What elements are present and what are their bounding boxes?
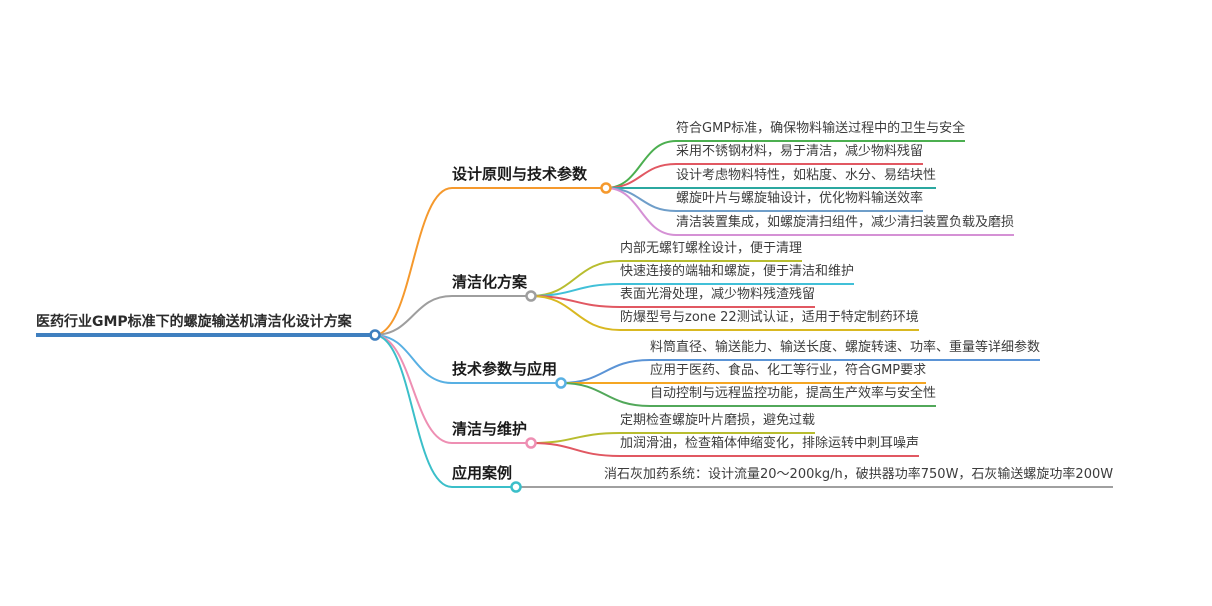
edge-root-branch-cases bbox=[373, 334, 453, 488]
child-node[interactable]: 设计考虑物料特性，如粘度、水分、易结块性 bbox=[676, 167, 937, 189]
branch-node-clean-maintenance[interactable]: 清洁与维护 bbox=[452, 420, 527, 444]
branch1-toggle-circle[interactable] bbox=[525, 290, 537, 302]
child-node[interactable]: 螺旋叶片与螺旋轴设计，优化物料输送效率 bbox=[676, 190, 924, 212]
edge-branch3-child1 bbox=[530, 442, 621, 457]
branch-node-application-cases[interactable]: 应用案例 bbox=[452, 464, 512, 488]
branch-node-cleaning-scheme[interactable]: 清洁化方案 bbox=[452, 273, 527, 297]
child-node[interactable]: 应用于医药、食品、化工等行业，符合GMP要求 bbox=[650, 362, 927, 384]
child-node[interactable]: 清洁装置集成，如螺旋清扫组件，减少清扫装置负载及磨损 bbox=[676, 214, 1015, 236]
edge-branch2-child2 bbox=[560, 382, 651, 407]
branch4-toggle-circle[interactable] bbox=[510, 481, 522, 493]
edge-branch0-child1 bbox=[605, 163, 677, 189]
branch3-toggle-circle[interactable] bbox=[525, 437, 537, 449]
child-node[interactable]: 表面光滑处理，减少物料残渣残留 bbox=[620, 286, 816, 308]
edge-branch0-child3 bbox=[605, 187, 677, 212]
branch2-toggle-circle[interactable] bbox=[555, 377, 567, 389]
edge-root-branch-parameters bbox=[373, 334, 453, 384]
child-node[interactable]: 自动控制与远程监控功能，提高生产效率与安全性 bbox=[650, 385, 937, 407]
child-node[interactable]: 定期检查螺旋叶片磨损，避免过载 bbox=[620, 412, 816, 434]
branch-node-tech-parameters[interactable]: 技术参数与应用 bbox=[452, 360, 557, 384]
child-node[interactable]: 防爆型号与zone 22测试认证，适用于特定制药环境 bbox=[620, 309, 919, 331]
edge-root-branch-cleaning bbox=[373, 295, 453, 336]
child-node[interactable]: 内部无螺钉螺栓设计，便于清理 bbox=[620, 240, 803, 262]
child-node[interactable]: 快速连接的端轴和螺旋，便于清洁和维护 bbox=[620, 263, 855, 285]
branch0-toggle-circle[interactable] bbox=[600, 182, 612, 194]
edge-branch3-child0 bbox=[530, 432, 621, 444]
edge-root-branch-maintenance bbox=[373, 334, 453, 444]
edge-branch0-child4 bbox=[605, 187, 677, 236]
child-node[interactable]: 料筒直径、输送能力、输送长度、螺旋转速、功率、重量等详细参数 bbox=[650, 339, 1041, 361]
child-node[interactable]: 采用不锈钢材料，易于清洁，减少物料残留 bbox=[676, 143, 924, 165]
edge-branch1-child3 bbox=[530, 295, 621, 331]
edge-branch2-child0 bbox=[560, 359, 651, 384]
child-node[interactable]: 符合GMP标准，确保物料输送过程中的卫生与安全 bbox=[676, 120, 966, 142]
edge-root-branch-design bbox=[373, 187, 453, 336]
root-node[interactable]: 医药行业GMP标准下的螺旋输送机清洁化设计方案 bbox=[36, 313, 372, 337]
child-node[interactable]: 消石灰加药系统：设计流量20～200kg/h，破拱器功率750W，石灰输送螺旋功… bbox=[604, 466, 1114, 488]
child-node[interactable]: 加润滑油，检查箱体伸缩变化，排除运转中刺耳噪声 bbox=[620, 435, 920, 457]
branch-node-design-principles[interactable]: 设计原则与技术参数 bbox=[452, 165, 602, 189]
